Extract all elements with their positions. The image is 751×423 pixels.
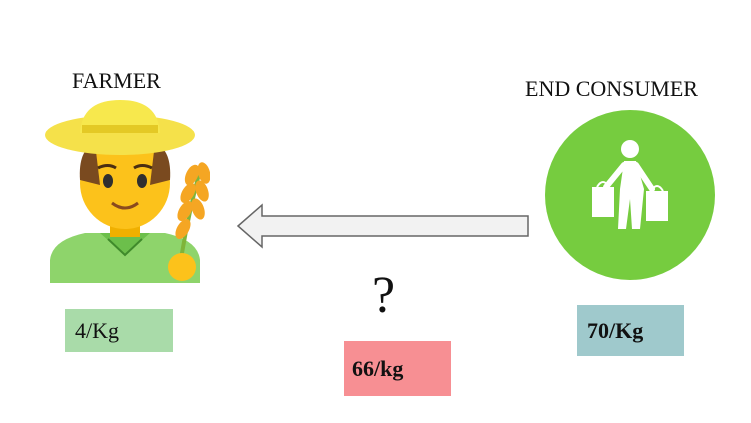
consumer-price-label: 70/Kg (587, 317, 644, 343)
consumer-price-box: 70/Kg (577, 305, 684, 356)
farmer-icon (45, 100, 210, 283)
question-mark: ? (372, 267, 396, 324)
arrow-left-icon (236, 203, 529, 249)
farmer-price-label: 4/Kg (75, 317, 119, 343)
farmer-price-box: 4/Kg (65, 309, 173, 352)
shopper-icon (545, 110, 715, 280)
farmer-title: FARMER (72, 68, 161, 93)
middleman-margin-box: 66/kg (344, 341, 451, 396)
consumer-title: END CONSUMER (525, 76, 698, 101)
middleman-margin-label: 66/kg (352, 355, 404, 381)
